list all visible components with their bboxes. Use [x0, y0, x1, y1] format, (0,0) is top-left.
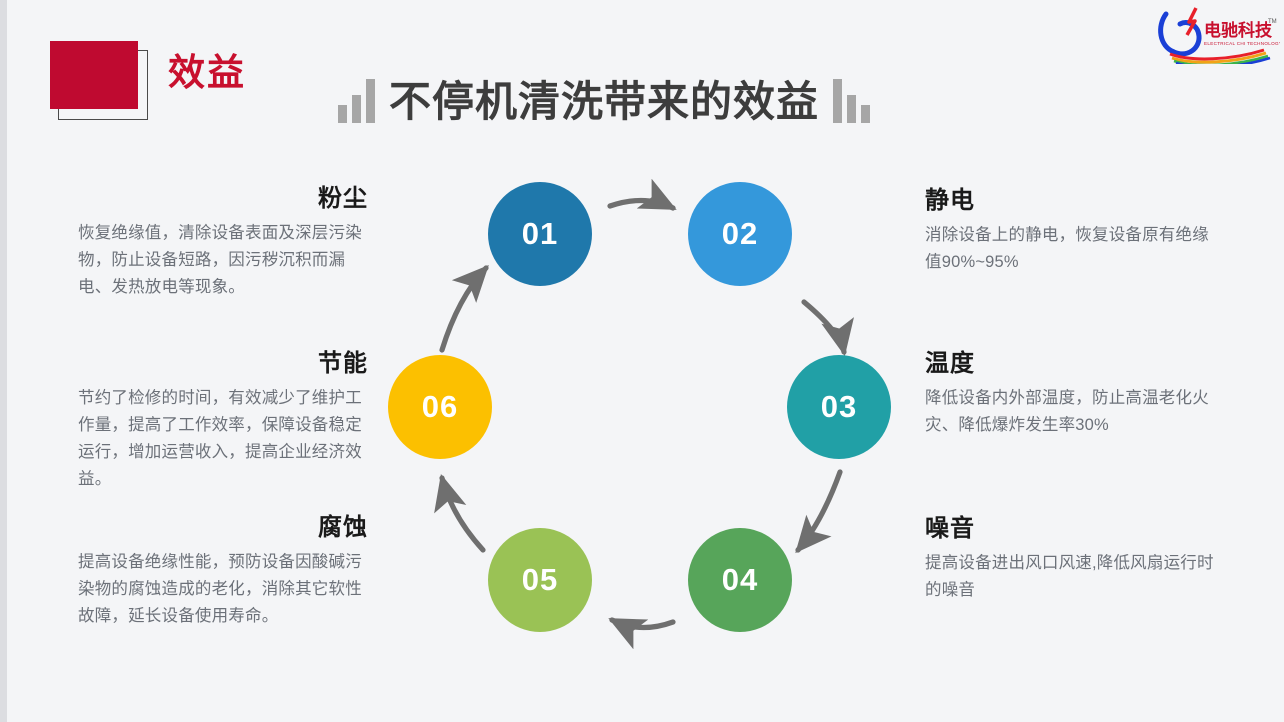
arrow-06-to-01 — [439, 264, 489, 353]
arrow-04-to-05 — [608, 617, 676, 650]
company-logo: 电驰科技 ELECTRICAL CHI TECHNOLOGY TM — [1156, 2, 1280, 64]
benefit-block-energy: 节能 节约了检修的时间，有效减少了维护工作量，提高了工作效率，保障设备稳定运行，… — [78, 348, 368, 493]
section-kicker: 效益 — [168, 52, 246, 93]
cycle-node-01-number: 01 — [521, 216, 559, 251]
benefit-block-dust: 粉尘 恢复绝缘值，清除设备表面及深层污染物，防止设备短路，因污秽沉积而漏电、发热… — [78, 183, 368, 301]
page-title-row: 不停机清洗带来的效益 — [338, 66, 948, 128]
benefit-heading-corrosion: 腐蚀 — [318, 514, 368, 541]
cycle-node-05[interactable]: 05 — [488, 528, 592, 632]
cycle-node-04[interactable]: 04 — [688, 528, 792, 632]
benefit-block-noise: 噪音 提高设备进出风口风速,降低风扇运行时的噪音 — [925, 513, 1215, 604]
bar-chart-icon-right — [833, 77, 871, 128]
arrow-02-to-03 — [801, 299, 854, 357]
benefit-block-static: 静电 消除设备上的静电，恢复设备原有绝缘值90%~95% — [925, 185, 1215, 276]
benefit-body-dust: 恢复绝缘值，清除设备表面及深层污染物，防止设备短路，因污秽沉积而漏电、发热放电等… — [78, 224, 362, 296]
badge-fill-shape — [50, 41, 138, 109]
cycle-node-03-number: 03 — [820, 389, 858, 424]
benefit-body-temperature: 降低设备内外部温度，防止高温老化火灾、降低爆炸发生率30% — [925, 389, 1209, 434]
bar-chart-icon-left — [338, 77, 375, 128]
svg-text:电驰科技: 电驰科技 — [1204, 20, 1273, 40]
section-badge — [48, 38, 168, 130]
benefit-block-corrosion: 腐蚀 提高设备绝缘性能，预防设备因酸碱污染物的腐蚀造成的老化，消除其它软性故障，… — [78, 512, 368, 630]
benefit-body-corrosion: 提高设备绝缘性能，预防设备因酸碱污染物的腐蚀造成的老化，消除其它软性故障，延长设… — [78, 553, 362, 625]
benefit-heading-noise: 噪音 — [925, 515, 975, 542]
cycle-node-04-number: 04 — [721, 562, 759, 597]
arrow-05-to-06 — [434, 473, 486, 553]
cycle-node-05-number: 05 — [521, 562, 559, 597]
page-title: 不停机清洗带来的效益 — [389, 78, 820, 125]
arrow-01-to-02 — [607, 178, 677, 211]
cycle-node-06-number: 06 — [421, 389, 459, 424]
cycle-arrows — [434, 178, 854, 650]
benefit-body-static: 消除设备上的静电，恢复设备原有绝缘值90%~95% — [925, 226, 1209, 271]
left-edge-strip — [0, 0, 7, 722]
cycle-node-02-number: 02 — [721, 216, 759, 251]
cycle-diagram: 01 02 03 04 05 06 — [370, 160, 920, 670]
logo-graphic: 电驰科技 ELECTRICAL CHI TECHNOLOGY TM — [1158, 7, 1280, 64]
cycle-node-06[interactable]: 06 — [388, 355, 492, 459]
benefit-body-energy: 节约了检修的时间，有效减少了维护工作量，提高了工作效率，保障设备稳定运行，增加运… — [78, 389, 362, 488]
svg-text:TM: TM — [1268, 19, 1277, 25]
benefit-heading-energy: 节能 — [318, 350, 368, 377]
benefit-heading-temperature: 温度 — [925, 350, 975, 377]
benefit-heading-static: 静电 — [925, 187, 975, 214]
cycle-node-02[interactable]: 02 — [688, 182, 792, 286]
benefit-block-temperature: 温度 降低设备内外部温度，防止高温老化火灾、降低爆炸发生率30% — [925, 348, 1215, 439]
svg-text:ELECTRICAL CHI TECHNOLOGY: ELECTRICAL CHI TECHNOLOGY — [1204, 41, 1280, 46]
benefit-body-noise: 提高设备进出风口风速,降低风扇运行时的噪音 — [925, 554, 1214, 599]
cycle-node-03[interactable]: 03 — [787, 355, 891, 459]
cycle-node-01[interactable]: 01 — [488, 182, 592, 286]
benefit-heading-dust: 粉尘 — [318, 185, 368, 212]
arrow-03-to-04 — [795, 469, 843, 554]
